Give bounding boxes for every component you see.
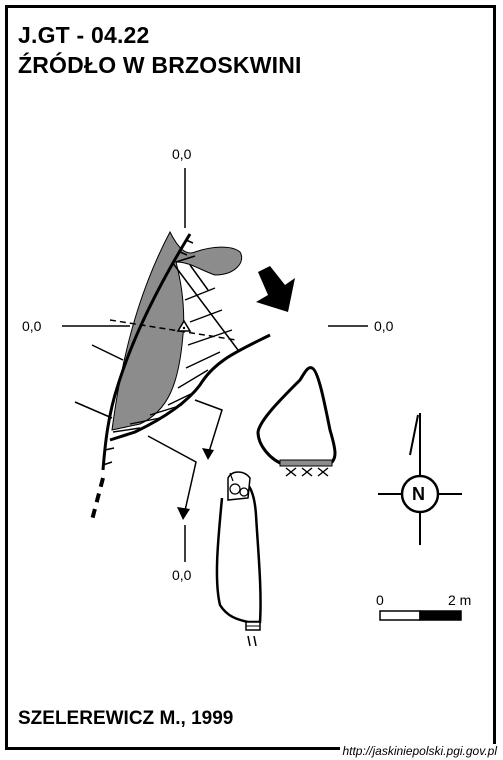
slope-outline xyxy=(171,255,239,351)
profile-bottom-ticks xyxy=(247,635,257,647)
scale-bar xyxy=(379,610,462,621)
profile-rubble xyxy=(229,472,249,497)
axis-label-left: 0,0 xyxy=(22,318,42,334)
flow-arrowheads xyxy=(177,448,214,520)
dashed-continuation xyxy=(90,477,105,521)
source-url: http://jaskiniepolski.pgi.gov.pl xyxy=(340,744,499,758)
north-label: N xyxy=(412,484,425,504)
west-wall-hatching xyxy=(102,239,194,466)
cave-code-title: J.GT - 04.22 xyxy=(18,22,150,48)
author-credit: SZELEREWICZ M., 1999 xyxy=(18,708,234,729)
axis-label-bottom: 0,0 xyxy=(172,567,192,583)
entrance-arrow xyxy=(256,266,295,312)
scale-start-label: 0 xyxy=(376,592,384,608)
north-arrow xyxy=(378,413,462,545)
section-line xyxy=(109,319,237,341)
axis-label-right: 0,0 xyxy=(374,318,394,334)
cave-west-wall xyxy=(101,233,192,471)
cave-east-wall xyxy=(109,333,271,442)
sinkhole-chamber xyxy=(256,366,337,467)
sinkhole-water xyxy=(279,459,333,467)
profile-passage-outline xyxy=(215,484,262,624)
scale-end-label: 2 m xyxy=(448,592,472,608)
datum-point-marker xyxy=(176,319,192,332)
axis-label-top: 0,0 xyxy=(172,146,192,162)
reference-axes xyxy=(62,168,368,562)
profile-leader-lines xyxy=(74,344,223,516)
sinkhole-hatching xyxy=(285,467,329,477)
slope-hatching xyxy=(112,287,233,433)
cave-name-title: ŹRÓDŁO W BRZOSKWINI xyxy=(18,52,302,78)
